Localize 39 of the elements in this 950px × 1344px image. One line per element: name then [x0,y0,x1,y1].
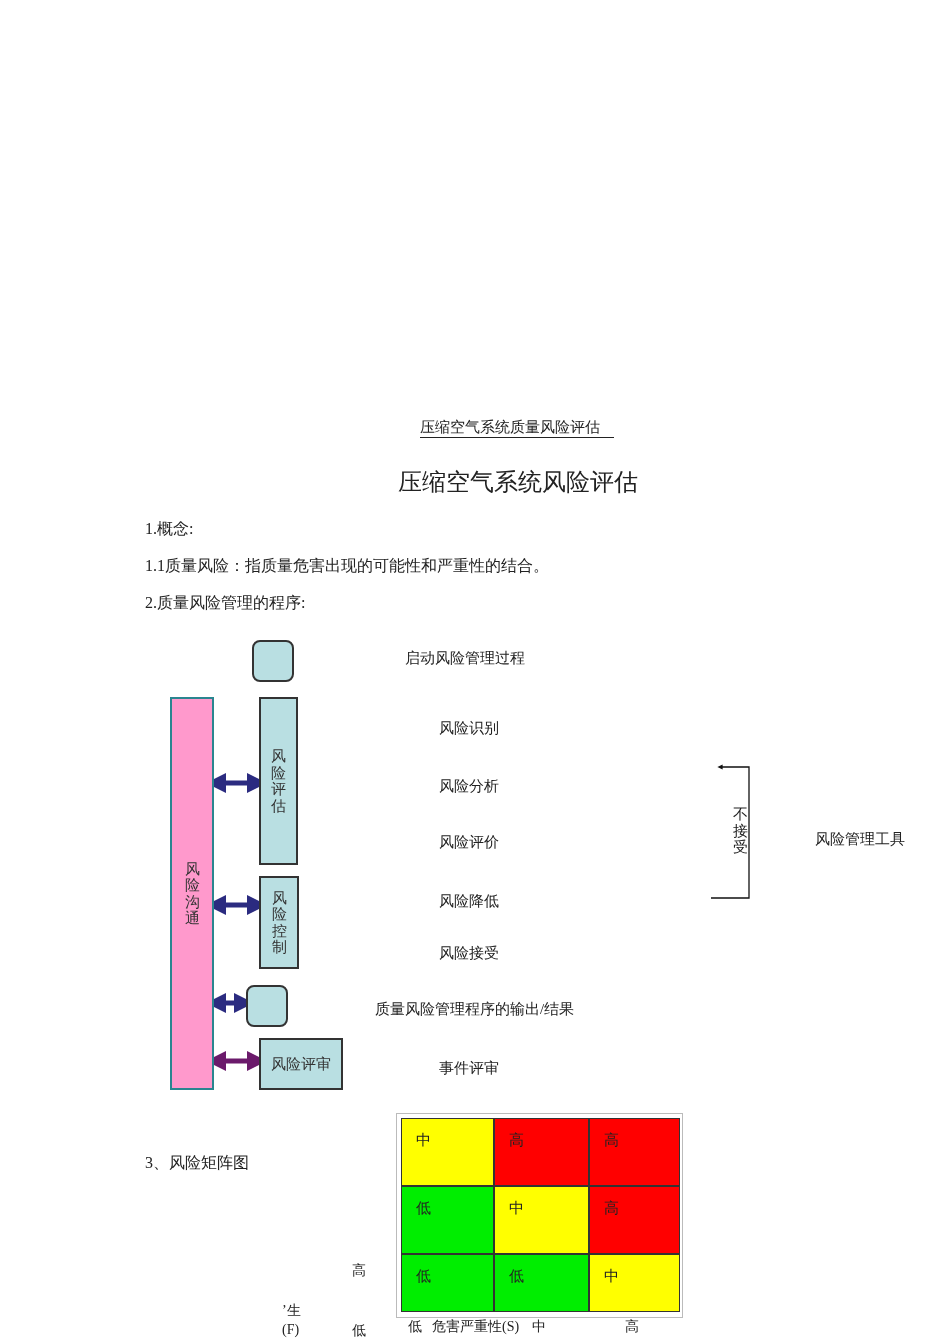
axis-label: (F) [282,1322,300,1338]
matrix-cell: 低 [401,1254,494,1312]
tool-label: 风险管理工具 [815,830,905,849]
rounded-box [246,985,288,1027]
matrix-cell: 中 [494,1186,589,1254]
step-label: 风险分析 [439,777,499,796]
rounded-box [252,640,294,682]
matrix-cell: 高 [494,1118,589,1186]
matrix-cell: 中 [589,1254,680,1312]
matrix-cell: 中 [401,1118,494,1186]
step-label: 风险识别 [439,719,499,738]
axis-label: 低 [352,1322,366,1340]
communication-bar: 风险沟通 [170,697,214,1090]
axis-label: 高 [625,1318,639,1336]
feedback-label: 不接受 [733,806,748,856]
matrix-cell: 高 [589,1186,680,1254]
process-box: 风险评估 [259,697,298,865]
process-box: 风险控制 [259,876,299,969]
page-title: 压缩空气系统风险评估 [398,468,638,497]
step-label: 风险评价 [439,833,499,852]
matrix-cell: 低 [494,1254,589,1312]
axis-label: 低 [408,1318,422,1336]
axis-label: 中 [532,1318,546,1336]
running-header: 压缩空气系统质量风险评估 [420,418,614,438]
axis-label: 高 [352,1262,366,1280]
axis-label: 危害严重性(S) [432,1318,520,1336]
matrix-cell: 高 [589,1118,680,1186]
axis-label: ’生 [282,1302,301,1320]
step-label: 质量风险管理程序的输出/结果 [375,1000,575,1019]
definition-text: 1.1质量风险：指质量危害出现的可能性和严重性的结合。 [145,556,549,576]
heading: 1.概念: [145,519,194,539]
heading: 3、风险矩阵图 [145,1153,249,1173]
step-label: 风险降低 [439,892,499,911]
step-label: 事件评审 [439,1059,499,1078]
step-label: 启动风险管理过程 [405,649,525,668]
heading: 2.质量风险管理的程序: [145,593,306,613]
step-label: 风险接受 [439,944,499,963]
matrix-cell: 低 [401,1186,494,1254]
process-box: 风险评审 [259,1038,343,1090]
